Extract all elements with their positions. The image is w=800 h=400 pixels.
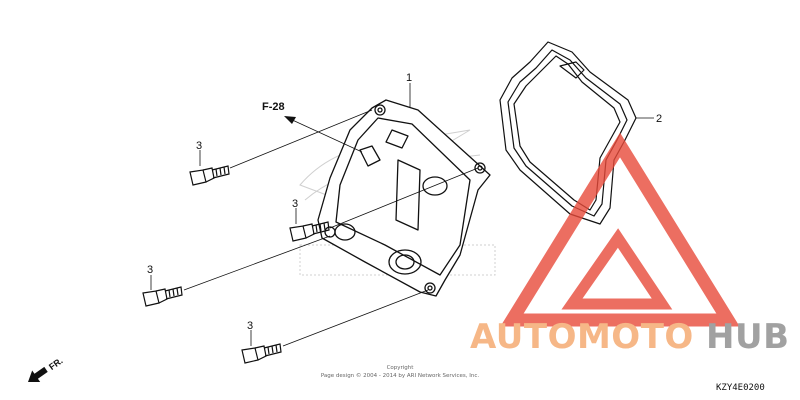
- direction-label: FR.: [47, 355, 65, 372]
- callout-part-2[interactable]: 2: [656, 113, 662, 125]
- flange-bolt-2[interactable]: [289, 221, 330, 242]
- reference-f28[interactable]: F-28: [262, 101, 285, 113]
- head-cover-gasket[interactable]: [499, 41, 637, 225]
- flange-bolt-4[interactable]: [241, 343, 282, 364]
- leader-lines: [150, 83, 654, 347]
- front-direction-indicator: FR.: [28, 355, 65, 382]
- ref-arrow-head: [284, 116, 296, 124]
- watermark-triangle-inner: [561, 228, 673, 310]
- automotohub-watermark: AUTOMOTO HUB: [470, 132, 789, 357]
- flange-bolt-1[interactable]: [189, 165, 230, 186]
- copyright-line-1: Copyright: [387, 365, 415, 371]
- callout-bolt-a[interactable]: 3: [196, 140, 202, 152]
- callout-bolt-b[interactable]: 3: [292, 198, 298, 210]
- callout-bolt-d[interactable]: 3: [247, 320, 253, 332]
- copyright-line-2: Page design © 2004 - 2014 by ARI Network…: [321, 372, 480, 379]
- watermark-text-hub: HUB: [706, 317, 789, 357]
- fr-arrow-icon: [28, 366, 48, 382]
- diagram-code: KZY4E0200: [716, 383, 765, 393]
- watermark-triangle: [500, 132, 740, 327]
- callout-bolt-c[interactable]: 3: [147, 264, 153, 276]
- watermark-text-automoto: AUTOMOTO: [470, 317, 694, 357]
- callout-part-1[interactable]: 1: [406, 72, 412, 84]
- flange-bolt-3[interactable]: [142, 286, 183, 307]
